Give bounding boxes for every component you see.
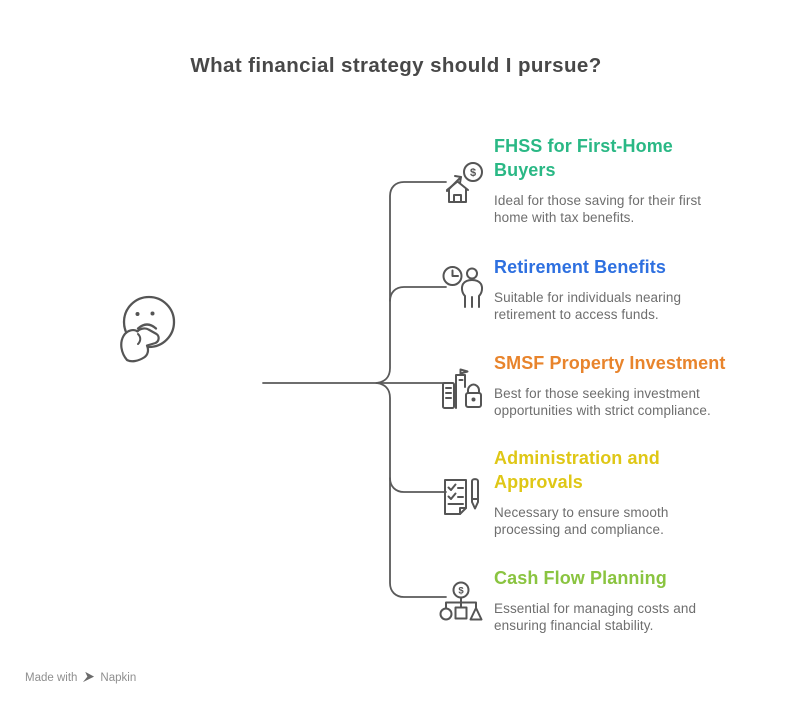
brace-connector <box>263 182 446 597</box>
face-frown <box>138 325 156 329</box>
node-fhss-first-home-buyers: FHSS for First-Home Buyers Ideal for tho… <box>494 134 750 226</box>
watermark-brand: Napkin <box>100 671 137 684</box>
node-title: Cash Flow Planning <box>494 568 667 588</box>
face-thumb <box>138 334 140 344</box>
node-administration-approvals: Administration and Approvals Necessary t… <box>494 446 750 538</box>
face-eye-left <box>135 312 140 316</box>
node-title: Retirement Benefits <box>494 257 666 277</box>
node-title: FHSS for First-Home Buyers <box>494 136 673 180</box>
napkin-watermark[interactable]: Made with Napkin <box>25 671 136 684</box>
node-description: Ideal for those saving for their first h… <box>494 193 702 225</box>
thinking-face-icon <box>121 297 174 361</box>
node-description: Best for those seeking investment opport… <box>494 386 711 418</box>
node-title: SMSF Property Investment <box>494 353 726 373</box>
page-title: What financial strategy should I pursue? <box>190 54 602 77</box>
node-retirement-benefits: Retirement Benefits Suitable for individ… <box>494 255 750 323</box>
node-description: Essential for managing costs and ensurin… <box>494 601 697 633</box>
face-eye-right <box>150 311 155 316</box>
napkin-logo-icon <box>83 671 95 683</box>
node-title: Administration and Approvals <box>494 448 660 492</box>
node-description: Suitable for individuals nearing retirem… <box>494 290 682 322</box>
svg-text:$: $ <box>470 167 476 179</box>
building-lock-icon <box>442 368 482 409</box>
clock-person-icon <box>442 266 484 308</box>
node-cash-flow-planning: Cash Flow Planning Essential for managin… <box>494 566 750 634</box>
face-hand <box>121 328 158 361</box>
house-dollar-icon: $ <box>446 162 483 203</box>
checklist-pen-icon <box>444 478 479 515</box>
node-description: Necessary to ensure smooth processing an… <box>494 505 669 537</box>
watermark-prefix: Made with <box>25 671 78 684</box>
svg-text:$: $ <box>458 586 464 597</box>
dollar-flowchart-icon: $ <box>439 581 483 621</box>
node-smsf-property-investment: SMSF Property Investment Best for those … <box>494 351 750 419</box>
